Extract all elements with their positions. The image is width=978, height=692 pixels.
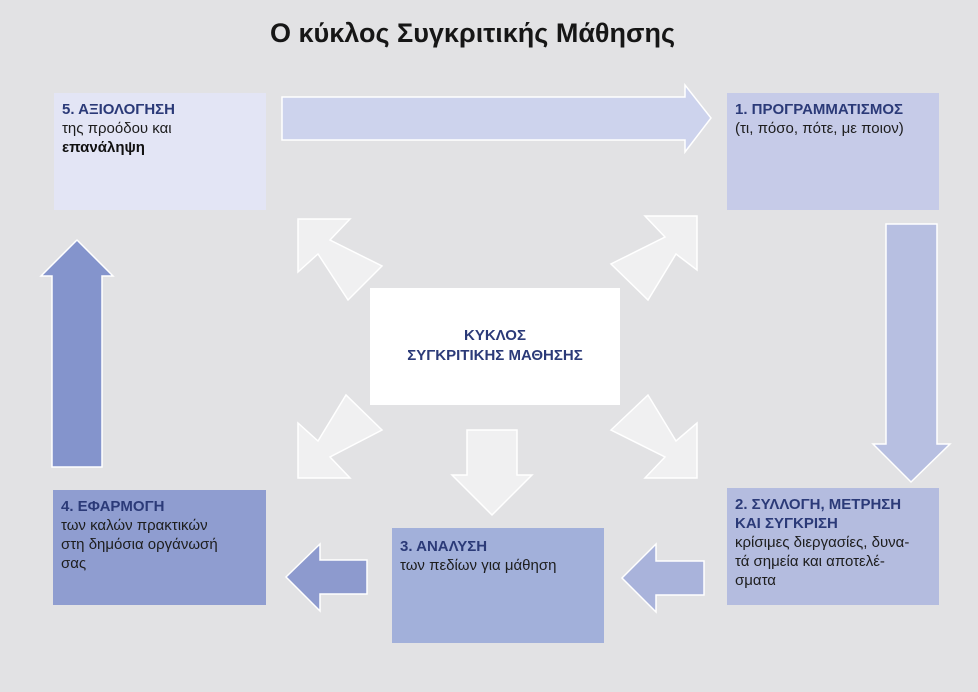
arrow-radial-down bbox=[450, 429, 534, 517]
center-line-1: ΚΥΚΛΟΣ bbox=[464, 327, 526, 344]
step-2-heading-2: ΚΑΙ ΣΥΓΚΡΙΣΗ bbox=[735, 515, 838, 532]
step-1-text-1: (τι, πόσο, πότε, με ποιον) bbox=[735, 120, 904, 137]
step-3-box: 3. ΑΝΑΛΥΣΗ των πεδίων για μάθηση bbox=[392, 528, 604, 643]
center-box: ΚΥΚΛΟΣ ΣΥΓΚΡΙΤΙΚΗΣ ΜΑΘΗΣΗΣ bbox=[370, 288, 620, 405]
arrow-right-top bbox=[281, 82, 712, 155]
step-4-text-2: στη δημόσια οργάνωσή bbox=[61, 536, 218, 553]
arrow-left-bottom-left bbox=[284, 542, 368, 613]
arrow-radial-down-left bbox=[297, 393, 384, 479]
arrow-up-left bbox=[39, 238, 115, 468]
step-3-text-1: των πεδίων για μάθηση bbox=[400, 557, 557, 574]
step-4-text-1: των καλών πρακτικών bbox=[61, 517, 208, 534]
step-2-heading-1: 2. ΣΥΛΛΟΓΗ, ΜΕΤΡΗΣΗ bbox=[735, 496, 902, 513]
step-5-text-1: της προόδου και bbox=[62, 120, 172, 137]
arrow-radial-up-right bbox=[609, 215, 698, 302]
step-1-box: 1. ΠΡΟΓΡΑΜΜΑΤΙΣΜΟΣ (τι, πόσο, πότε, με π… bbox=[727, 93, 939, 210]
arrow-radial-up-left bbox=[297, 218, 384, 302]
arrow-down-right bbox=[871, 223, 952, 484]
step-4-text-3: σας bbox=[61, 555, 87, 572]
step-5-heading: 5. ΑΞΙΟΛΟΓΗΣΗ bbox=[62, 101, 175, 118]
step-1-heading: 1. ΠΡΟΓΡΑΜΜΑΤΙΣΜΟΣ bbox=[735, 101, 903, 118]
step-5-box: 5. ΑΞΙΟΛΟΓΗΣΗ της προόδου και επανάληψη bbox=[54, 93, 266, 210]
step-2-text-3: σματα bbox=[735, 572, 776, 589]
arrow-radial-down-right bbox=[609, 393, 698, 479]
step-2-text-2: τά σημεία και αποτελέ- bbox=[735, 553, 885, 570]
step-5-text-2: επανάληψη bbox=[62, 139, 145, 156]
arrow-left-bottom-right bbox=[620, 542, 705, 614]
diagram-title: Ο κύκλος Συγκριτικής Μάθησης bbox=[269, 18, 676, 48]
center-line-2: ΣΥΓΚΡΙΤΙΚΗΣ ΜΑΘΗΣΗΣ bbox=[407, 347, 583, 364]
step-2-box: 2. ΣΥΛΛΟΓΗ, ΜΕΤΡΗΣΗ ΚΑΙ ΣΥΓΚΡΙΣΗ κρίσιμε… bbox=[727, 488, 939, 605]
step-2-text-1: κρίσιμες διεργασίες, δυνα- bbox=[735, 534, 910, 551]
step-4-heading: 4. ΕΦΑΡΜΟΓΗ bbox=[61, 498, 165, 515]
step-4-box: 4. ΕΦΑΡΜΟΓΗ των καλών πρακτικών στη δημό… bbox=[53, 490, 266, 605]
step-3-heading: 3. ΑΝΑΛΥΣΗ bbox=[400, 538, 488, 555]
